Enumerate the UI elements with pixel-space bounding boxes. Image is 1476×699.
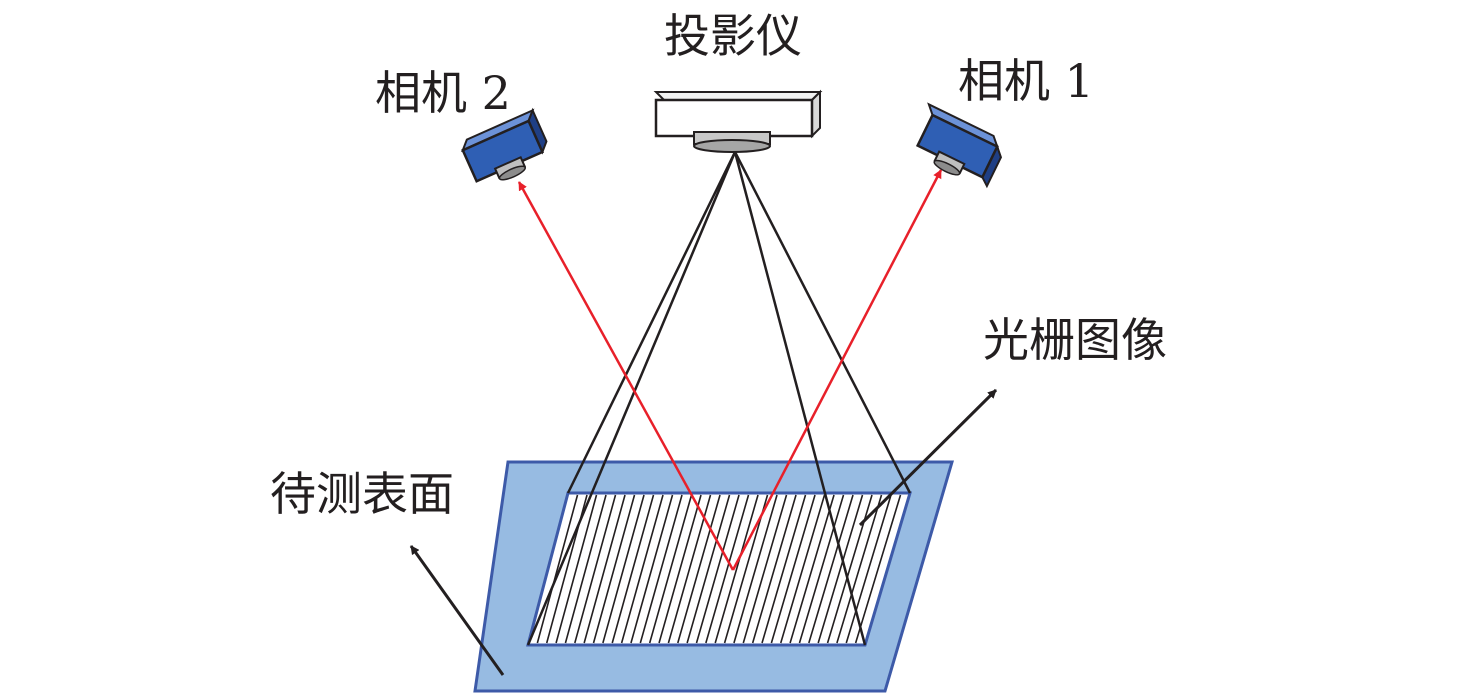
surface-pointer-arrow xyxy=(409,545,505,676)
projector-icon xyxy=(653,89,823,153)
grating-stripe xyxy=(798,494,845,644)
reflected-rays xyxy=(517,169,943,571)
grating-stripe xyxy=(564,494,607,644)
ray-to-camera-1 xyxy=(731,169,943,571)
grating-stripe xyxy=(620,494,664,644)
grating-stripe xyxy=(779,494,826,644)
grating-stripe xyxy=(789,494,835,644)
projection-line xyxy=(526,151,737,646)
grating-stripe xyxy=(854,494,902,644)
grating-stripe xyxy=(574,494,617,644)
grating-stripe xyxy=(695,494,740,644)
grating-stripe xyxy=(686,494,731,644)
grating-stripe xyxy=(648,494,693,644)
grating-stripe xyxy=(658,494,702,644)
grating-stripe xyxy=(555,494,598,644)
grating-stripe xyxy=(770,494,816,644)
grating-stripe xyxy=(808,494,854,644)
grating-image-pointer-arrow xyxy=(858,388,998,527)
grating-stripe xyxy=(705,494,750,644)
grating-image-label: 光栅图像 xyxy=(983,313,1167,367)
ray-to-camera-2 xyxy=(517,181,735,571)
projection-lines xyxy=(526,151,912,646)
camera-1-label: 相机 1 xyxy=(958,54,1094,108)
projection-line xyxy=(733,151,912,494)
grating-stripe xyxy=(714,494,759,644)
camera-icon xyxy=(460,107,548,183)
grating-stripe xyxy=(667,494,712,644)
grating-stripe xyxy=(733,494,778,644)
grating-stripe xyxy=(583,494,626,644)
grating-stripe xyxy=(536,494,579,644)
grating-stripe xyxy=(751,494,797,644)
grating-stripes xyxy=(536,494,902,644)
grating-stripe xyxy=(592,494,636,644)
grating-stripe xyxy=(639,494,683,644)
projection-line xyxy=(566,151,737,494)
grating-stripe xyxy=(761,494,807,644)
camera-2-label: 相机 2 xyxy=(375,66,511,120)
camera-icon xyxy=(915,102,1003,189)
grating-stripe xyxy=(602,494,645,644)
grating-stripe xyxy=(742,494,788,644)
grating-stripe xyxy=(630,494,674,644)
grating-stripe xyxy=(611,494,655,644)
surface-label: 待测表面 xyxy=(270,467,454,521)
grating-stripe xyxy=(845,494,892,644)
projector-label: 投影仪 xyxy=(664,9,802,63)
grating-stripe xyxy=(817,494,864,644)
surface-under-test xyxy=(473,460,955,693)
projection-line xyxy=(733,151,867,646)
grating-stripe xyxy=(836,494,883,644)
grating-stripe xyxy=(677,494,721,644)
